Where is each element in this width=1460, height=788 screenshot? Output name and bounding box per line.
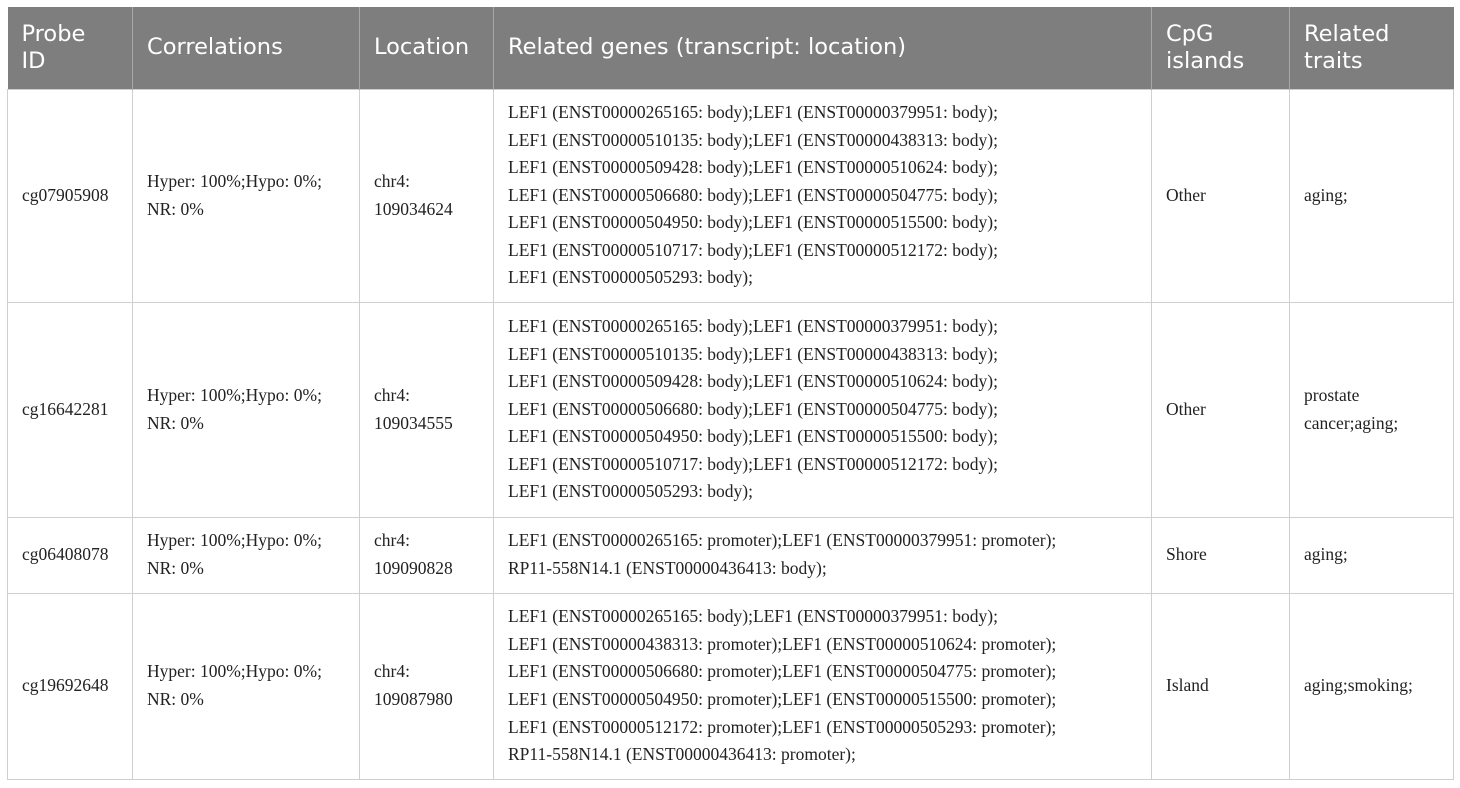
- text-line: NR: 0%: [147, 198, 204, 219]
- text-line: NR: 0%: [147, 412, 204, 433]
- text-line: chr4:: [374, 661, 410, 682]
- table-body: cg07905908 Hyper: 100%;Hypo: 0%; NR: 0% …: [7, 88, 1454, 780]
- text-line: LEF1 (ENST00000504950: body);LEF1 (ENST0…: [508, 426, 998, 447]
- text-line: LEF1 (ENST00000438313: promoter);LEF1 (E…: [508, 633, 1057, 654]
- cell-location: chr4: 109087980: [359, 592, 494, 780]
- header-related-genes: Related genes (transcript: location): [493, 7, 1152, 89]
- text-line: LEF1 (ENST00000512172: promoter);LEF1 (E…: [508, 716, 1057, 737]
- text-line: chr4:: [374, 384, 410, 405]
- text-line: 109090828: [374, 558, 453, 578]
- cell-related-genes: LEF1 (ENST00000265165: body);LEF1 (ENST0…: [493, 88, 1152, 303]
- header-row: Probe ID Correlations Location Related g…: [7, 7, 1454, 89]
- text-line: prostate: [1304, 384, 1360, 405]
- text-line: Hyper: 100%;Hypo: 0%;: [147, 170, 322, 191]
- header-line: CpG: [1166, 20, 1214, 47]
- cell-cpg-islands: Island: [1151, 592, 1290, 780]
- table-row: cg07905908 Hyper: 100%;Hypo: 0%; NR: 0% …: [7, 88, 1454, 303]
- cell-correlations: Hyper: 100%;Hypo: 0%; NR: 0%: [132, 88, 360, 303]
- cell-related-traits: prostate cancer;aging;: [1289, 301, 1454, 518]
- cell-related-traits: aging;: [1289, 516, 1454, 594]
- text-line: LEF1 (ENST00000265165: body);LEF1 (ENST0…: [508, 101, 998, 122]
- text-line: chr4:: [374, 530, 410, 551]
- text-line: LEF1 (ENST00000505293: body);: [508, 481, 753, 502]
- cell-probe-id: cg19692648: [7, 592, 133, 780]
- cell-correlations: Hyper: 100%;Hypo: 0%; NR: 0%: [132, 592, 360, 780]
- cell-related-genes: LEF1 (ENST00000265165: body);LEF1 (ENST0…: [493, 592, 1152, 780]
- cell-correlations: Hyper: 100%;Hypo: 0%; NR: 0%: [132, 301, 360, 518]
- header-line: Correlations: [147, 34, 283, 61]
- text-line: Hyper: 100%;Hypo: 0%;: [147, 661, 322, 682]
- cell-probe-id: cg07905908: [7, 88, 133, 303]
- cell-location: chr4: 109090828: [359, 516, 494, 594]
- header-related-traits: Related traits: [1289, 7, 1454, 89]
- text-line: LEF1 (ENST00000506680: body);LEF1 (ENST0…: [508, 398, 998, 419]
- header-line: islands: [1166, 47, 1245, 74]
- cell-location: chr4: 109034624: [359, 88, 494, 303]
- cell-cpg-islands: Other: [1151, 301, 1290, 518]
- cell-cpg-islands: Other: [1151, 88, 1290, 303]
- probe-table-container: Probe ID Correlations Location Related g…: [7, 7, 1454, 780]
- table-row: cg16642281 Hyper: 100%;Hypo: 0%; NR: 0% …: [7, 301, 1454, 518]
- header-line: ID: [21, 47, 46, 74]
- text-line: 109034624: [374, 198, 453, 219]
- text-line: RP11-558N14.1 (ENST00000436413: promoter…: [508, 744, 856, 765]
- text-line: LEF1 (ENST00000265165: promoter);LEF1 (E…: [508, 530, 1057, 551]
- cell-related-traits: aging;smoking;: [1289, 592, 1454, 780]
- text-line: NR: 0%: [147, 558, 204, 578]
- cell-probe-id: cg06408078: [7, 516, 133, 594]
- table-header: Probe ID Correlations Location Related g…: [7, 7, 1454, 89]
- header-line: Probe: [21, 20, 86, 47]
- text-line: RP11-558N14.1 (ENST00000436413: body);: [508, 558, 827, 578]
- text-line: Hyper: 100%;Hypo: 0%;: [147, 384, 322, 405]
- text-line: LEF1 (ENST00000504950: body);LEF1 (ENST0…: [508, 212, 998, 233]
- cell-related-traits: aging;: [1289, 88, 1454, 303]
- text-line: LEF1 (ENST00000509428: body);LEF1 (ENST0…: [508, 371, 998, 392]
- text-line: 109034555: [374, 412, 453, 433]
- text-line: LEF1 (ENST00000509428: body);LEF1 (ENST0…: [508, 157, 998, 178]
- text-line: cancer;aging;: [1304, 412, 1399, 433]
- probe-table: Probe ID Correlations Location Related g…: [7, 7, 1454, 780]
- cell-correlations: Hyper: 100%;Hypo: 0%; NR: 0%: [132, 516, 360, 594]
- header-line: Location: [374, 34, 470, 61]
- text-line: LEF1 (ENST00000265165: body);LEF1 (ENST0…: [508, 315, 998, 336]
- text-line: LEF1 (ENST00000510135: body);LEF1 (ENST0…: [508, 129, 998, 150]
- header-line: traits: [1304, 47, 1363, 74]
- text-line: LEF1 (ENST00000510717: body);LEF1 (ENST0…: [508, 453, 998, 474]
- table-row: cg06408078 Hyper: 100%;Hypo: 0%; NR: 0% …: [7, 516, 1454, 594]
- text-line: NR: 0%: [147, 689, 204, 709]
- cell-related-genes: LEF1 (ENST00000265165: promoter);LEF1 (E…: [493, 516, 1152, 594]
- header-location: Location: [359, 7, 494, 89]
- cell-related-genes: LEF1 (ENST00000265165: body);LEF1 (ENST0…: [493, 301, 1152, 518]
- text-line: LEF1 (ENST00000265165: body);LEF1 (ENST0…: [508, 606, 998, 627]
- text-line: aging;: [1304, 184, 1348, 205]
- cell-cpg-islands: Shore: [1151, 516, 1290, 594]
- text-line: LEF1 (ENST00000505293: body);: [508, 267, 753, 288]
- text-line: aging;smoking;: [1304, 675, 1413, 696]
- text-line: Hyper: 100%;Hypo: 0%;: [147, 530, 322, 551]
- text-line: LEF1 (ENST00000504950: promoter);LEF1 (E…: [508, 689, 1057, 709]
- header-correlations: Correlations: [132, 7, 360, 89]
- cell-probe-id: cg16642281: [7, 301, 133, 518]
- text-line: chr4:: [374, 170, 410, 191]
- text-line: LEF1 (ENST00000506680: promoter);LEF1 (E…: [508, 661, 1057, 682]
- header-line: Related genes (transcript: location): [508, 34, 907, 61]
- text-line: 109087980: [374, 689, 453, 709]
- text-line: LEF1 (ENST00000510717: body);LEF1 (ENST0…: [508, 239, 998, 260]
- header-cpg-islands: CpG islands: [1151, 7, 1290, 89]
- cell-location: chr4: 109034555: [359, 301, 494, 518]
- header-line: Related: [1304, 20, 1390, 47]
- text-line: aging;: [1304, 544, 1348, 565]
- table-row: cg19692648 Hyper: 100%;Hypo: 0%; NR: 0% …: [7, 592, 1454, 780]
- text-line: LEF1 (ENST00000506680: body);LEF1 (ENST0…: [508, 184, 998, 205]
- text-line: LEF1 (ENST00000510135: body);LEF1 (ENST0…: [508, 343, 998, 364]
- header-probe-id: Probe ID: [7, 7, 133, 89]
